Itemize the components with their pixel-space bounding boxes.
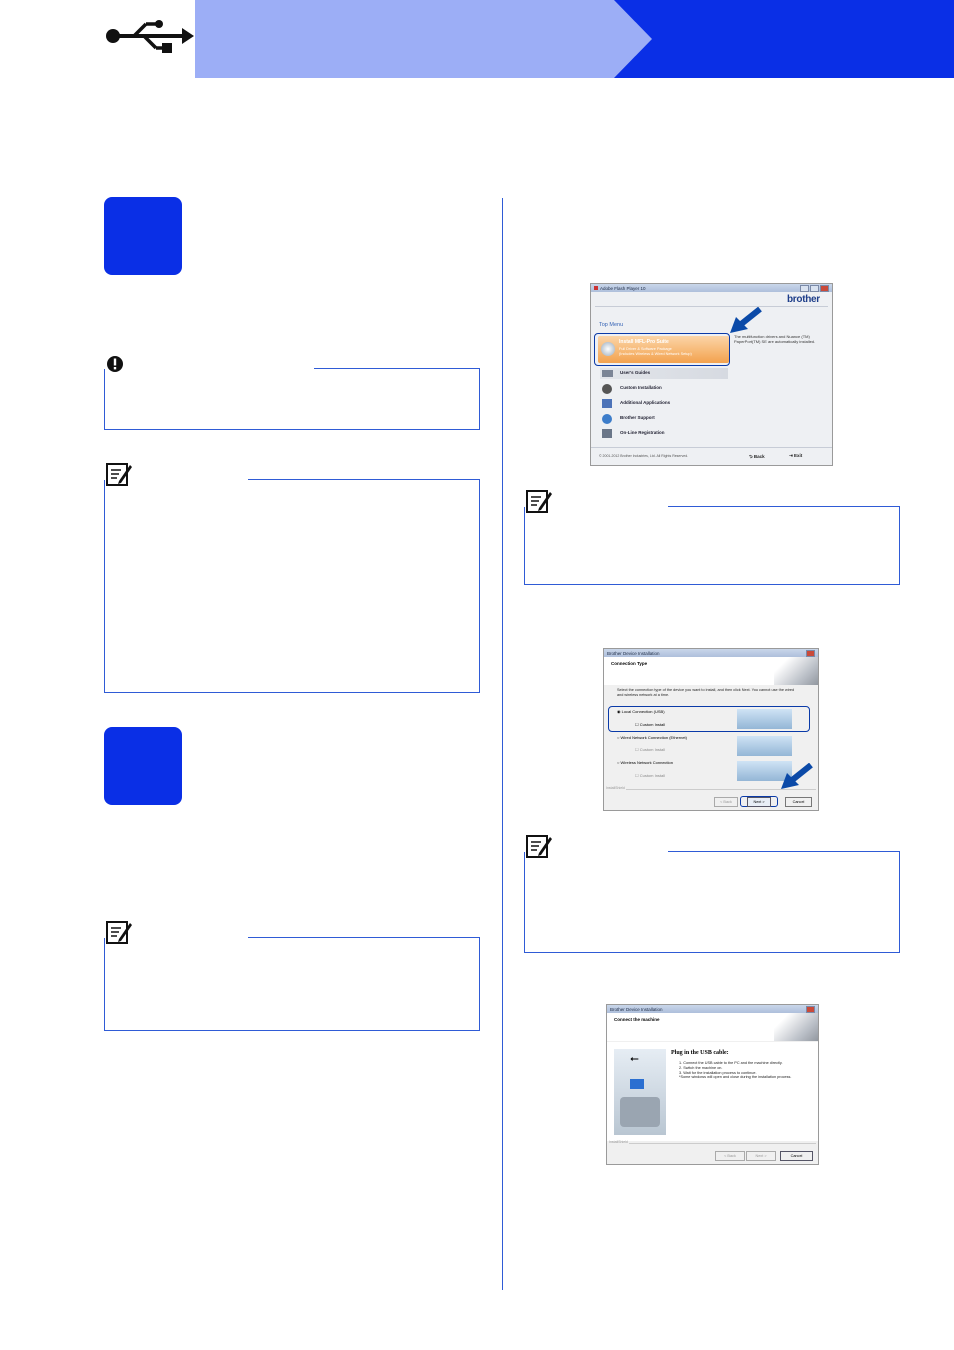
checkbox-custom-install-usb[interactable]: ☐ Custom Install	[635, 722, 666, 727]
back-button[interactable]: < Back	[715, 1151, 745, 1161]
usb-icon	[106, 20, 194, 53]
option-wired[interactable]: ○ Wired Network Connection (Ethernet)	[617, 735, 688, 740]
note-box-3-topline	[668, 506, 900, 507]
gear-icon	[602, 384, 612, 394]
menu-item-online-registration[interactable]: On-Line Registration	[600, 428, 728, 439]
usb-cable-icon	[620, 1097, 660, 1127]
note-box-3	[524, 507, 900, 585]
header-band-light	[195, 0, 655, 78]
install-mfl-pro-button[interactable]: Install MFL-Pro Suite Full Driver & Soft…	[598, 336, 729, 363]
plug-step: 3. Wait for the installation process to …	[679, 1070, 757, 1075]
checkbox-custom-install-wireless[interactable]: ☐ Custom Install	[635, 773, 666, 778]
option-usb[interactable]: ◉ Local Connection (USB)	[617, 709, 665, 714]
titlebar: Brother Device Installation	[604, 649, 818, 657]
next-button[interactable]: Next >	[747, 797, 771, 807]
monitor-icon	[602, 399, 612, 408]
close-icon[interactable]	[820, 284, 829, 292]
wireless-image	[737, 761, 792, 781]
important-box	[104, 369, 480, 430]
note-box-4-topline	[668, 851, 900, 852]
note-box-1-topline	[248, 479, 480, 480]
dialog-heading: Connect the machine	[614, 1017, 660, 1022]
plug-step: *Some windows will open and close during…	[679, 1075, 792, 1080]
titlebar: Brother Device Installation	[607, 1005, 818, 1013]
copyright-text: © 2001-2012 Brother Industries, Ltd. All…	[599, 454, 689, 458]
book-icon	[602, 370, 613, 377]
titlebar: Adobe Flash Player 10	[591, 284, 832, 292]
pointer-arrow	[730, 307, 762, 333]
plug-step: 2. Switch the machine on.	[679, 1065, 723, 1070]
note-box-2-topline	[248, 937, 480, 938]
note-box-4	[524, 852, 900, 953]
important-icon	[107, 356, 123, 372]
next-button[interactable]: Next >	[746, 1151, 776, 1161]
close-icon[interactable]	[806, 1005, 815, 1013]
close-icon[interactable]	[806, 649, 815, 657]
usb-plug-illustration: ⭠	[614, 1049, 666, 1135]
ethernet-cable-image	[737, 736, 792, 756]
usb-cable-image	[737, 709, 792, 729]
dialog-instruction: Select the connection type of the device…	[617, 688, 795, 697]
support-icon	[602, 414, 612, 424]
step-marker-2	[104, 727, 182, 805]
note-icon	[106, 463, 132, 486]
menu-item-users-guides[interactable]: User's Guides	[600, 368, 728, 379]
menu-item-additional-applications[interactable]: Additional Applications	[600, 398, 728, 409]
plug-title: Plug in the USB cable:	[671, 1050, 729, 1056]
top-menu-screenshot: Adobe Flash Player 10 brother Top Menu I…	[590, 283, 833, 466]
note-icon	[526, 835, 552, 858]
pointer-arrow	[781, 763, 813, 789]
important-box-topline	[314, 368, 480, 369]
cancel-button[interactable]: Cancel	[780, 1151, 813, 1161]
menu-description: The multifunction drivers and Nuance (TM…	[734, 334, 816, 344]
installshield-label: InstallShield	[606, 786, 625, 790]
header-graphic	[774, 1013, 818, 1041]
back-button[interactable]: ⮌ Back	[749, 454, 765, 459]
note-box-2	[104, 938, 480, 1031]
titlebar-text: Brother Device Installation	[610, 1006, 663, 1012]
back-button[interactable]: < Back	[714, 797, 738, 807]
exit-button[interactable]: ⇥ Exit	[789, 453, 803, 458]
registration-icon	[602, 429, 612, 438]
highlight-frame	[594, 333, 730, 366]
menu-title: Top Menu	[599, 322, 624, 328]
option-wireless[interactable]: ○ Wireless Network Connection	[617, 760, 673, 765]
dialog-heading: Connection Type	[611, 661, 648, 666]
plug-step: 1. Connect the USB cable to the PC and t…	[679, 1061, 783, 1065]
plug-steps: 1. Connect the USB cable to the PC and t…	[679, 1061, 809, 1080]
connect-machine-screenshot: Brother Device Installation Connect the …	[606, 1004, 819, 1165]
titlebar-text: Brother Device Installation	[607, 650, 660, 656]
install-sub2: (Includes Wireless & Wired Network Setup…	[619, 352, 692, 356]
header-graphic	[774, 657, 818, 685]
cd-icon	[601, 342, 615, 356]
menu-item-brother-support[interactable]: Brother Support	[600, 413, 728, 424]
checkbox-custom-install-wired[interactable]: ☐ Custom Install	[635, 747, 666, 752]
brother-logo: brother	[787, 294, 820, 305]
install-label: Install MFL-Pro Suite	[619, 339, 669, 345]
note-icon	[526, 490, 552, 513]
menu-item-custom-installation[interactable]: Custom Installation	[600, 383, 728, 394]
titlebar-text: Adobe Flash Player 10	[600, 285, 646, 291]
install-sub1: Full Driver & Software Package	[619, 347, 672, 351]
column-divider	[502, 198, 503, 1290]
arrow-icon	[630, 1079, 644, 1089]
usb-highlight-frame	[608, 706, 810, 732]
note-box-1	[104, 480, 480, 693]
installshield-label: InstallShield	[609, 1140, 628, 1144]
note-icon	[106, 921, 132, 944]
usb-icon: ⭠	[630, 1053, 639, 1065]
step-marker-1	[104, 197, 182, 275]
cancel-button[interactable]: Cancel	[785, 797, 812, 807]
header-arrow	[612, 0, 654, 78]
header-band-dark	[652, 0, 954, 78]
